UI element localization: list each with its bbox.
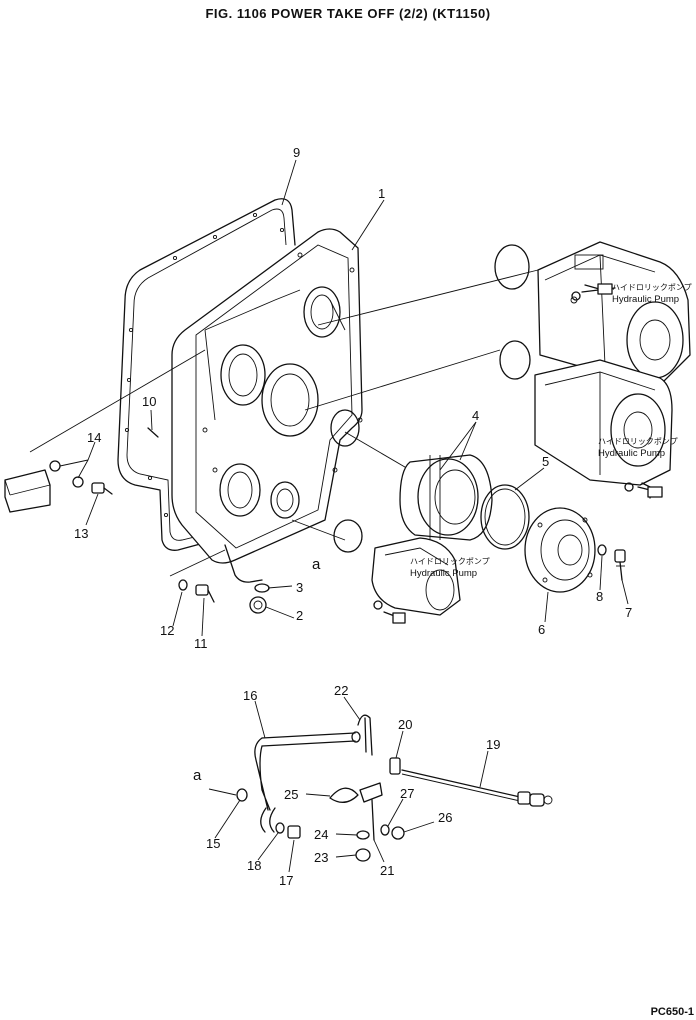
part-number-18: 18 (247, 858, 261, 873)
reference-mark-a-upper: a (312, 556, 321, 573)
part-number-8: 8 (596, 589, 603, 604)
part-number-5: 5 (542, 454, 549, 469)
hydraulic-pump-small (371, 537, 461, 616)
svg-text:ハイドロリックポンプ: ハイドロリックポンプ (612, 283, 692, 292)
svg-text:Hydraulic Pump: Hydraulic Pump (410, 568, 477, 579)
part-number-labels: 1 2 3 4 5 6 7 8 9 10 11 12 13 14 15 16 1… (74, 145, 632, 888)
part-number-20: 20 (398, 717, 412, 732)
bolt-upper-pump (571, 283, 616, 301)
figure-title: FIG. 1106 POWER TAKE OFF (2/2) (KT1150) (205, 6, 491, 21)
part-number-26: 26 (438, 810, 452, 825)
svg-text:Hydraulic Pump: Hydraulic Pump (612, 294, 679, 305)
pump-label-small: ハイドロリックポンプ Hydraulic Pump (410, 557, 490, 579)
part-number-1: 1 (378, 186, 385, 201)
pin-10 (147, 427, 159, 438)
part-number-24: 24 (314, 827, 328, 842)
part-number-2: 2 (296, 608, 303, 623)
nut-26 (391, 826, 405, 840)
part-number-23: 23 (314, 850, 328, 865)
part-number-17: 17 (279, 873, 293, 888)
part-number-27: 27 (400, 786, 414, 801)
washer-14b (72, 476, 84, 488)
o-ring-middle (499, 340, 531, 380)
o-ring-lower (333, 519, 363, 553)
nut-23 (355, 848, 371, 862)
washer-12 (178, 579, 188, 591)
hydraulic-pump-lower (534, 359, 673, 486)
part-number-4: 4 (472, 408, 479, 423)
part-number-25: 25 (284, 787, 298, 802)
part-number-21: 21 (380, 863, 394, 878)
part-number-16: 16 (243, 688, 257, 703)
drawing-code: PC650-1 (650, 1006, 694, 1018)
clip-22 (357, 714, 373, 756)
part-number-22: 22 (334, 683, 348, 698)
o-ring-5 (480, 484, 530, 550)
part-number-12: 12 (160, 623, 174, 638)
washer-14a (49, 460, 61, 472)
bolt-13 (91, 482, 113, 495)
bracket-14 (4, 469, 51, 513)
pump-label-lower: ハイドロリックポンプ Hydraulic Pump (598, 437, 678, 459)
plug-2 (249, 596, 267, 614)
washer-27 (380, 824, 390, 836)
washer-18 (275, 822, 285, 834)
part-number-6: 6 (538, 622, 545, 637)
o-ring-15 (236, 788, 248, 802)
bolt-lower-pump (624, 482, 663, 499)
svg-text:ハイドロリックポンプ: ハイドロリックポンプ (598, 437, 678, 446)
o-ring-upper (494, 244, 530, 290)
adapter-4 (399, 454, 493, 541)
pump-label-upper: ハイドロリックポンプ Hydraulic Pump (612, 283, 692, 305)
bolt-17 (287, 825, 301, 839)
svg-text:Hydraulic Pump: Hydraulic Pump (598, 448, 665, 459)
cap-20 (389, 757, 401, 775)
washer-8 (597, 544, 607, 556)
reference-mark-a-lower: a (193, 767, 202, 784)
bolt-11 (195, 584, 215, 603)
clamp-25 (329, 787, 359, 803)
svg-text:ハイドロリックポンプ: ハイドロリックポンプ (410, 557, 490, 566)
bracket-21 (359, 782, 383, 841)
part-number-3: 3 (296, 580, 303, 595)
bolt-small-pump (373, 600, 406, 624)
part-number-15: 15 (206, 836, 220, 851)
part-number-13: 13 (74, 526, 88, 541)
part-number-14: 14 (87, 430, 101, 445)
bolt-7 (614, 549, 626, 581)
washer-24 (356, 830, 370, 840)
dipstick-19 (401, 769, 553, 807)
cover-6 (524, 507, 596, 593)
gasket-9 (117, 198, 296, 551)
part-number-7: 7 (625, 605, 632, 620)
o-ring-3 (254, 583, 270, 593)
part-number-11: 11 (194, 636, 208, 651)
assembly-leader-lines (29, 269, 539, 577)
part-number-9: 9 (293, 145, 300, 160)
housing-1 (171, 228, 363, 583)
part-number-10: 10 (142, 394, 156, 409)
callout-leaders (59, 159, 629, 873)
pipe-16 (254, 731, 361, 833)
part-number-19: 19 (486, 737, 500, 752)
